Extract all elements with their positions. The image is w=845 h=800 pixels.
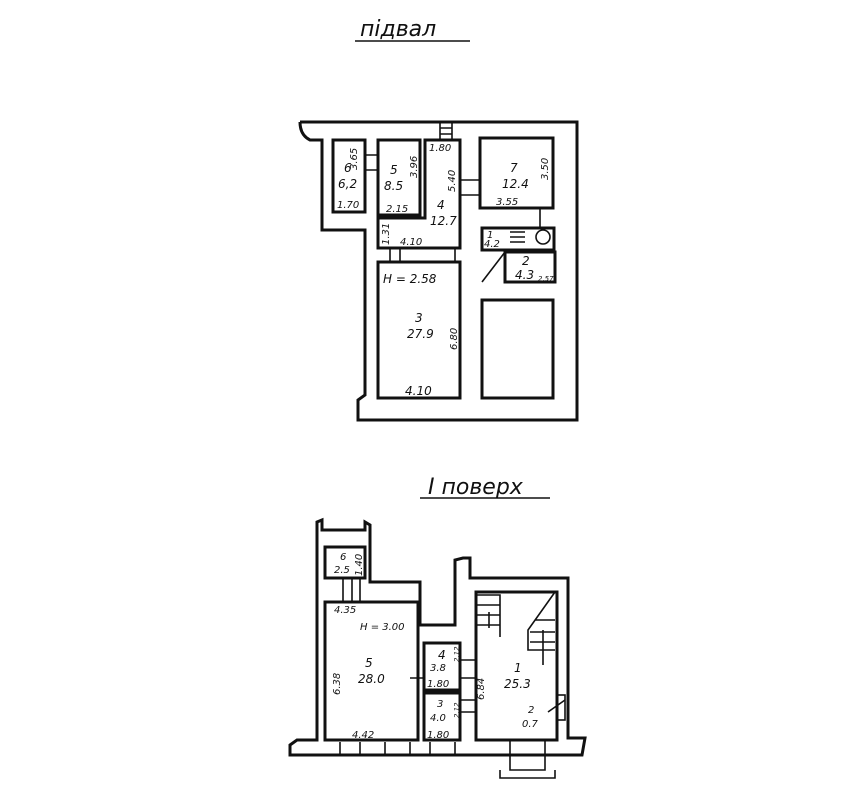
room-dimension: 2.12 xyxy=(453,646,461,662)
room-dimension: 1.80 xyxy=(427,679,449,690)
floor1-room-2 xyxy=(556,694,566,721)
basement-room-blank xyxy=(480,298,555,400)
room-area: 25.3 xyxy=(504,677,531,691)
room-dimension: 1.31 xyxy=(381,223,392,245)
room-area: 3.8 xyxy=(430,663,446,674)
floor1-title: I поверх xyxy=(428,475,524,500)
basement-title: підвал xyxy=(360,17,436,42)
room-dimension: 2.15 xyxy=(386,204,408,215)
room-height: H = 3.00 xyxy=(360,622,405,633)
room-number: 6 xyxy=(344,161,352,175)
room-dimension: 3.96 xyxy=(409,156,420,178)
room-number: 2 xyxy=(522,254,530,268)
room-dimension: 4.10 xyxy=(400,237,422,248)
room-number: 6 xyxy=(340,552,346,563)
room-dimension: 6.38 xyxy=(332,673,343,695)
room-number: 4 xyxy=(437,198,445,212)
room-area: 12.4 xyxy=(502,177,529,191)
floor1-room-3 xyxy=(422,691,462,742)
basement-room-7 xyxy=(478,136,555,210)
room-number: 1 xyxy=(487,230,493,241)
basement-room-4 xyxy=(376,138,462,250)
basement-room-3 xyxy=(376,260,462,400)
room-area: 2.5 xyxy=(334,565,350,576)
room-dimension: 1.40 xyxy=(354,554,365,576)
room-number: 4 xyxy=(438,648,446,662)
room-dimension: 2.12 xyxy=(453,702,461,718)
basement-labels: 6 6,2 1.70 3.65 5 8.5 3.96 2.15 1.80 5.4… xyxy=(337,143,554,398)
room-area: 28.0 xyxy=(358,672,385,686)
basement-plan xyxy=(298,120,579,422)
room-dimension: 5.40 xyxy=(447,170,458,192)
floor1-room-5 xyxy=(323,600,420,742)
room-area: 8.5 xyxy=(384,179,403,193)
room-dimension: 1.80 xyxy=(429,143,451,154)
room-area: 0.7 xyxy=(522,719,539,730)
basement-room-6 xyxy=(331,138,367,214)
room-number: 5 xyxy=(365,656,373,670)
room-area: 4.3 xyxy=(515,268,534,282)
room-number: 7 xyxy=(510,161,518,175)
basement-room-5 xyxy=(376,138,422,217)
room-number: 2 xyxy=(528,705,534,716)
room-dimension: 3.50 xyxy=(540,158,551,180)
basement-room-2 xyxy=(503,250,557,284)
room-dimension: 6.84 xyxy=(476,678,487,700)
room-area: 4.2 xyxy=(484,239,500,250)
room-number: 3 xyxy=(415,311,423,325)
room-area: 6,2 xyxy=(338,177,357,191)
floor1-labels: 6 2.5 1.40 4.35 H = 3.00 5 28.0 6.38 4.4… xyxy=(332,552,539,741)
room-dimension: 4.35 xyxy=(334,605,356,616)
floor1-room-6 xyxy=(323,545,367,580)
floor1-plan xyxy=(288,517,587,779)
room-dimension: 2.57 xyxy=(538,275,554,283)
room-number: 3 xyxy=(437,699,443,710)
room-dimension: 1.70 xyxy=(337,200,359,211)
room-height: H = 2.58 xyxy=(383,272,437,286)
room-area: 12.7 xyxy=(430,214,457,228)
room-number: 1 xyxy=(514,661,522,675)
room-dimension: 6.80 xyxy=(449,328,460,350)
room-area: 4.0 xyxy=(430,713,446,724)
floor1-room-1 xyxy=(474,590,559,742)
basement-room-1 xyxy=(480,226,556,252)
room-dimension: 4.10 xyxy=(405,384,432,398)
room-dimension: 3.55 xyxy=(496,197,518,208)
room-dimension: 1.80 xyxy=(427,730,449,741)
room-number: 5 xyxy=(390,163,398,177)
room-dimension: 4.42 xyxy=(352,730,374,741)
room-dimension: 3.65 xyxy=(349,148,360,170)
room-area: 27.9 xyxy=(407,327,434,341)
floor1-room-4 xyxy=(422,641,462,692)
